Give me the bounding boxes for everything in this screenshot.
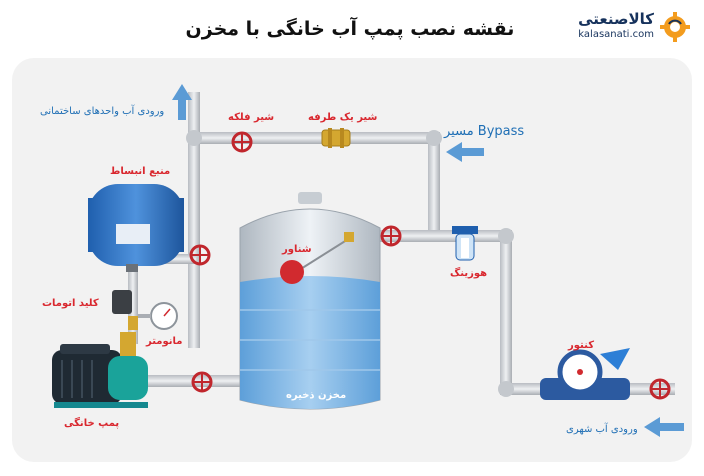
flow-arrows <box>172 84 684 437</box>
gate-valve-inlet <box>380 225 402 247</box>
gear-icon <box>660 12 690 42</box>
storage-tank-label: مخزن ذخیره <box>286 390 347 401</box>
check-valve-label: شیر یک طرفه <box>308 112 378 123</box>
meter-label: کنتور <box>568 340 595 351</box>
logo-name: کالاصنعتی <box>578 10 654 28</box>
gate-valve-top <box>231 131 253 153</box>
water-meter <box>540 348 630 400</box>
manometer <box>138 302 178 330</box>
city-inlet-label: ورودی آب شهری <box>566 424 638 435</box>
manometer-label: مانومتر <box>146 336 183 347</box>
gate-valve-meter <box>649 378 671 400</box>
gate-valve-label: شیر فلکه <box>228 112 275 123</box>
logo-site: kalasanati.com <box>578 29 654 40</box>
expansion-tank <box>88 184 184 272</box>
filter-housing <box>452 226 478 261</box>
pressure-switch <box>112 290 138 330</box>
building-inlet-label: ورودی آب واحدهای ساختمانی <box>40 106 165 117</box>
brand-logo: کالاصنعتی kalasanati.com <box>570 10 690 44</box>
page-title: نقشه نصب پمپ آب خانگی با مخزن <box>185 18 515 40</box>
check-valve <box>321 128 351 148</box>
gate-valve-riser <box>189 244 211 266</box>
float-label: شناور <box>282 244 312 255</box>
pressure-switch-label: کلید اتومات <box>42 298 99 309</box>
bypass-label: مسیر Bypass <box>444 124 525 139</box>
filter-label: هوزینگ <box>450 268 488 279</box>
storage-tank <box>239 192 381 410</box>
pump <box>52 332 148 408</box>
pipe-network <box>126 92 675 397</box>
expansion-tank-label: منبع انبساط <box>110 166 171 177</box>
gate-valve-suction <box>191 371 213 393</box>
pump-label: پمپ خانگی <box>64 418 120 429</box>
